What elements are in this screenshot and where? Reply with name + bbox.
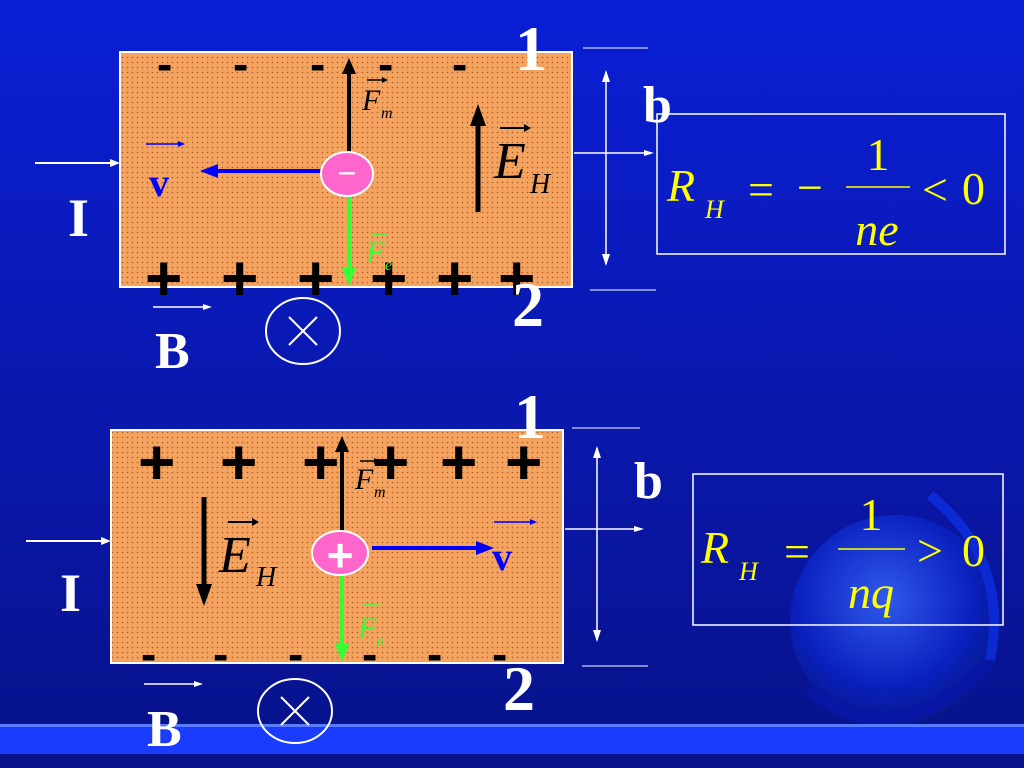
charge-mark: + (440, 426, 477, 498)
side-2-label: 2 (512, 269, 544, 340)
field-label: B (155, 323, 190, 380)
fe-label: F (357, 612, 377, 645)
svg-text:<: < (922, 164, 948, 215)
fe-label: F (365, 236, 385, 269)
eh-label: E (218, 527, 251, 584)
charge-mark: + (297, 242, 334, 314)
hall-field-arrow (196, 497, 212, 606)
magnetic-force-arrow (335, 436, 349, 532)
svg-text:ne: ne (855, 204, 898, 255)
velocity-arrow (200, 164, 322, 178)
charge-mark: - (452, 38, 467, 90)
svg-text:R: R (700, 522, 729, 573)
top-panel: - - - - - + + + + + + (35, 13, 1006, 380)
hall-coefficient-formula-positive: R H = 1 nq > 0 (692, 473, 1004, 626)
svg-text:+: + (327, 529, 354, 581)
current-label: I (60, 563, 81, 623)
charge-mark: + (436, 242, 473, 314)
svg-text:1: 1 (867, 129, 890, 180)
field-into-page-icon (265, 297, 341, 365)
charge-mark: + (138, 426, 175, 498)
top-charge-row: - - - - - (157, 38, 467, 90)
field-into-page-icon (257, 678, 333, 744)
side-1-label: 1 (514, 381, 546, 452)
charge-mark: - (378, 38, 393, 90)
bottom-charge-row: - - - - - - (141, 628, 507, 680)
charge-mark: - (213, 628, 228, 680)
charge-mark: - (492, 628, 507, 680)
eh-label: E (493, 133, 526, 190)
charge-mark: + (221, 242, 258, 314)
charge-mark: - (233, 38, 248, 90)
bottom-bar (0, 724, 1024, 754)
svg-text:=: = (784, 526, 810, 577)
electric-force-arrow (335, 574, 349, 662)
fe-subscript: e (385, 257, 392, 274)
charge-mark: - (362, 628, 377, 680)
charge-mark: + (498, 242, 535, 314)
charge-mark: - (157, 38, 172, 90)
side-1-label: 1 (515, 13, 547, 84)
field-label: B (147, 701, 182, 758)
charge-mark: + (220, 426, 257, 498)
charge-mark: - (427, 628, 442, 680)
svg-text:−: − (797, 162, 823, 213)
charge-mark: + (302, 426, 339, 498)
svg-text:>: > (917, 525, 943, 576)
svg-text:H: H (704, 195, 725, 224)
eh-subscript: H (255, 562, 278, 593)
svg-text:H: H (738, 557, 759, 586)
charge-mark: + (372, 426, 409, 498)
fm-subscript: m (374, 484, 386, 501)
svg-text:R: R (666, 160, 695, 211)
charge-mark: + (145, 242, 182, 314)
hall-field-arrow (470, 104, 486, 212)
magnetic-force-arrow (342, 58, 356, 158)
svg-text:−: − (338, 155, 357, 191)
velocity-label: v (149, 160, 169, 205)
fm-label: F (354, 463, 374, 496)
current-label: I (68, 188, 89, 248)
charge-mark: - (310, 38, 325, 90)
positive-carrier: + (311, 529, 369, 581)
hall-coefficient-formula-negative: R H = − 1 ne < 0 (656, 113, 1006, 255)
svg-text:=: = (748, 164, 774, 215)
current-arrow (35, 159, 120, 167)
width-dimension (602, 70, 610, 266)
electric-force-arrow (342, 196, 356, 286)
fm-label: F (361, 84, 381, 117)
top-charge-row: + + + + + + (138, 426, 542, 498)
width-dimension (593, 446, 601, 642)
charge-mark: + (370, 242, 407, 314)
bottom-charge-row: + + + + + + (145, 242, 535, 314)
fm-subscript: m (381, 105, 393, 122)
svg-text:0: 0 (962, 525, 985, 576)
velocity-arrow (372, 541, 494, 555)
bottom-panel: + + + + + + - - - - - - (26, 381, 1004, 758)
charge-mark: - (288, 628, 303, 680)
charge-mark: + (505, 426, 542, 498)
eh-subscript: H (529, 169, 552, 200)
svg-text:1: 1 (860, 489, 883, 540)
svg-text:0: 0 (962, 163, 985, 214)
charge-mark: - (141, 628, 156, 680)
negative-carrier: − (320, 151, 374, 197)
svg-text:nq: nq (848, 567, 894, 618)
side-2-label: 2 (503, 653, 535, 724)
width-label: b (634, 453, 663, 510)
current-arrow (26, 537, 111, 545)
velocity-label: v (492, 534, 512, 579)
fe-subscript: e (377, 633, 384, 650)
